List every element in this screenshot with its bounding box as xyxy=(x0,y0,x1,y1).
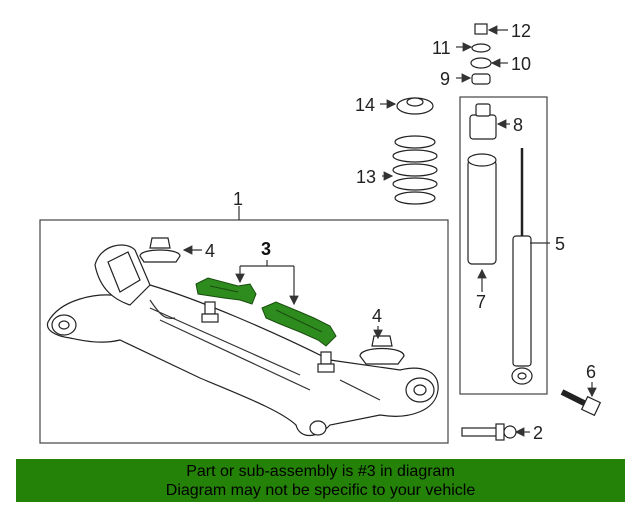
callout-5: 5 xyxy=(555,234,565,254)
callout-9: 9 xyxy=(440,69,450,89)
callout-2: 2 xyxy=(533,423,543,443)
leader-lines xyxy=(182,25,597,437)
coil-spring[interactable] xyxy=(392,135,438,205)
spring-seat-lower[interactable] xyxy=(359,335,405,365)
nut[interactable] xyxy=(474,23,488,35)
highlighted-bracket-right[interactable] xyxy=(261,301,337,347)
shock-assembly-box xyxy=(459,96,548,395)
shock-absorber[interactable] xyxy=(511,148,533,385)
dust-boot[interactable] xyxy=(467,153,497,265)
highlighted-bracket-left[interactable] xyxy=(195,277,257,305)
rear-axle-beam[interactable] xyxy=(46,244,439,437)
info-banner: Part or sub-assembly is #3 in diagram Di… xyxy=(16,459,625,502)
spring-upper-seat[interactable] xyxy=(396,97,434,115)
bolt-part-2[interactable] xyxy=(461,423,517,441)
axle-assembly-box xyxy=(39,219,449,444)
bolt-left[interactable] xyxy=(201,301,219,323)
callout-4-lower: 4 xyxy=(372,306,382,326)
spring-seat-upper[interactable] xyxy=(139,237,181,263)
callout-13: 13 xyxy=(356,167,376,187)
bolt-right[interactable] xyxy=(317,351,335,373)
callout-10: 10 xyxy=(511,54,531,74)
callout-4-upper: 4 xyxy=(205,241,215,261)
banner-line-1: Part or sub-assembly is #3 in diagram xyxy=(186,463,455,480)
bushing-upper[interactable] xyxy=(470,57,492,69)
bolt-part-6[interactable] xyxy=(560,389,602,417)
callout-6: 6 xyxy=(586,362,596,382)
callout-1: 1 xyxy=(233,189,243,209)
callout-3: 3 xyxy=(261,239,271,259)
callout-12: 12 xyxy=(511,21,531,41)
washer-upper[interactable] xyxy=(471,43,491,53)
callout-7: 7 xyxy=(476,292,486,312)
parts-diagram: 1 3 4 4 5 6 2 7 8 9 10 11 12 13 14 xyxy=(39,21,602,444)
callout-8: 8 xyxy=(513,115,523,135)
banner-line-2: Diagram may not be specific to your vehi… xyxy=(165,482,476,499)
callout-14: 14 xyxy=(355,95,375,115)
bump-stop[interactable] xyxy=(469,103,497,140)
bushing-lower[interactable] xyxy=(471,73,491,85)
callout-11: 11 xyxy=(432,38,451,58)
